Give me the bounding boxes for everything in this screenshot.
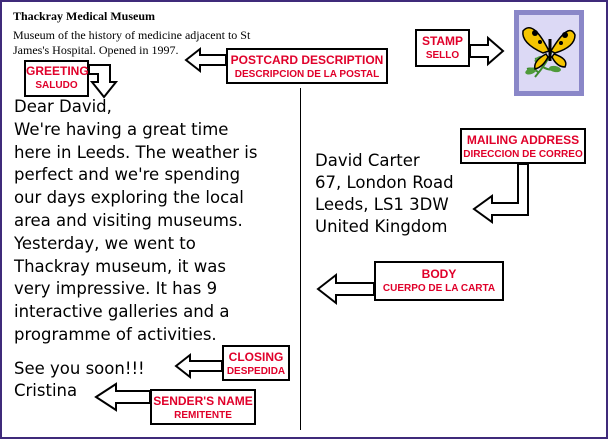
label-spanish: DESPEDIDA	[226, 366, 286, 377]
sender-label: SENDER'S NAME REMITENTE	[150, 389, 256, 425]
address-line: 67, London Road	[315, 173, 454, 192]
museum-description-line: James's Hospital. Opened in 1997.	[13, 43, 179, 57]
museum-description-line: Museum of the history of medicine adjace…	[13, 28, 251, 42]
body-line: perfect and we're spending	[14, 165, 241, 185]
body-line: Thackray museum, it was	[14, 256, 226, 276]
museum-name: Thackray Medical Museum	[13, 9, 155, 23]
description-arrow	[184, 46, 227, 74]
label-english: CLOSING	[228, 350, 284, 364]
body-line: We're having a great time	[14, 119, 229, 139]
sender-name: Cristina	[14, 381, 78, 400]
address-line: United Kingdom	[315, 217, 448, 236]
center-divider	[300, 88, 301, 430]
message-body: Dear David, We're having a great time he…	[14, 96, 314, 347]
label-english: POSTCARD DESCRIPTION	[230, 53, 384, 67]
mailing-address: David Carter 67, London Road Leeds, LS1 …	[315, 150, 454, 238]
butterfly-icon	[522, 27, 576, 78]
closing-block: See you soon!!! Cristina	[14, 358, 145, 402]
sender-arrow	[94, 382, 151, 412]
greeting-text: Dear David,	[14, 97, 112, 116]
label-spanish: REMITENTE	[174, 410, 232, 421]
label-english: BODY	[421, 267, 457, 281]
description-label: POSTCARD DESCRIPTION DESCRIPCION DE LA P…	[226, 48, 388, 84]
body-line: programme of activities.	[14, 324, 217, 344]
body-label: BODY CUERPO DE LA CARTA	[374, 261, 504, 301]
body-line: our days exploring the local	[14, 188, 244, 208]
label-spanish: SELLO	[425, 50, 460, 61]
closing-text: See you soon!!!	[14, 359, 145, 378]
museum-description: Museum of the history of medicine adjace…	[13, 28, 273, 58]
label-english: GREETING	[26, 64, 89, 78]
label-english: STAMP	[421, 34, 464, 48]
label-spanish: SALUDO	[35, 80, 78, 91]
body-line: very impressive. It has 9	[14, 279, 218, 299]
label-spanish: CUERPO DE LA CARTA	[382, 283, 496, 294]
label-english: MAILING ADDRESS	[466, 133, 580, 147]
body-line: Yesterday, we went to	[14, 233, 196, 253]
greeting-label: GREETING SALUDO	[24, 60, 89, 97]
label-spanish: DIRECCION DE CORREO	[463, 149, 583, 160]
address-arrow	[472, 163, 529, 224]
mailing-address-label: MAILING ADDRESS DIRECCION DE CORREO	[460, 128, 586, 164]
closing-arrow	[174, 352, 223, 380]
body-line: interactive galleries and a	[14, 302, 230, 322]
label-english: SENDER'S NAME	[153, 394, 253, 408]
stamp-label: STAMP SELLO	[415, 29, 470, 67]
label-spanish: DESCRIPCION DE LA POSTAL	[234, 69, 380, 80]
body-arrow	[316, 272, 375, 306]
stamp	[514, 10, 584, 96]
address-line: Leeds, LS1 3DW	[315, 195, 449, 214]
closing-label: CLOSING DESPEDIDA	[222, 345, 290, 381]
body-line: area and visiting museums.	[14, 210, 243, 230]
body-line: here in Leeds. The weather is	[14, 142, 258, 162]
address-line: David Carter	[315, 151, 420, 170]
stamp-arrow	[469, 35, 505, 67]
greeting-arrow	[88, 64, 119, 99]
